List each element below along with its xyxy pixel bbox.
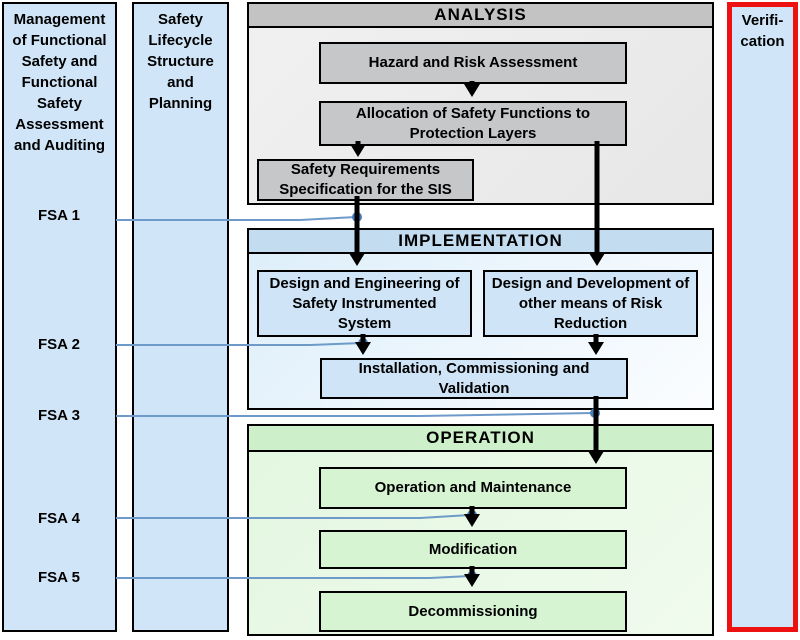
modification-box: Modification [319, 530, 627, 569]
title-line: and [167, 74, 194, 91]
operation-section-title: OPERATION [249, 426, 712, 452]
fsa-2-label: FSA 2 [38, 336, 80, 353]
analysis-section: ANALYSIS Hazard and Risk Assessment Allo… [247, 2, 714, 205]
title-line: Planning [148, 95, 213, 112]
title-line: cation [740, 33, 785, 50]
decommissioning-box: Decommissioning [319, 591, 627, 632]
design-other-risk-reduction-box: Design and Development of other means of… [483, 270, 698, 337]
title-line: and Auditing [13, 137, 106, 154]
title-line: Safety and [21, 53, 98, 70]
fsa-4-label: FSA 4 [38, 510, 80, 527]
implementation-section: IMPLEMENTATION Design and Engineering of… [247, 228, 714, 410]
analysis-section-title: ANALYSIS [249, 4, 712, 28]
fsa-3-label: FSA 3 [38, 407, 80, 424]
lifecycle-structure-column-title: Safety Lifecycle Structure and Planning [134, 4, 227, 114]
hazard-and-risk-assessment-box: Hazard and Risk Assessment [319, 42, 627, 84]
implementation-section-title: IMPLEMENTATION [249, 230, 712, 254]
verification-column: Verifi- cation [727, 2, 798, 632]
installation-commissioning-validation-box: Installation, Commissioning and Validati… [320, 358, 628, 399]
operation-section: OPERATION Operation and Maintenance Modi… [247, 424, 714, 636]
title-line: Structure [147, 53, 214, 70]
title-line: Safety [36, 95, 83, 112]
safety-requirements-specification-box: Safety Requirements Specification for th… [257, 159, 474, 201]
management-column-title: Management of Functional Safety and Func… [4, 4, 115, 156]
fsa-1-label: FSA 1 [38, 207, 80, 224]
management-column: Management of Functional Safety and Func… [2, 2, 117, 632]
title-line: Verifi- [741, 12, 784, 29]
fsa-5-label: FSA 5 [38, 569, 80, 586]
design-and-engineering-sis-box: Design and Engineering of Safety Instrum… [257, 270, 472, 337]
title-line: Assessment [15, 116, 104, 133]
title-line: Safety [157, 11, 204, 28]
fsa-1-dot [352, 212, 362, 222]
lifecycle-structure-column: Safety Lifecycle Structure and Planning [132, 2, 229, 632]
title-line: of Functional [12, 32, 107, 49]
allocation-of-safety-functions-box: Allocation of Safety Functions to Protec… [319, 101, 627, 146]
verification-column-title: Verifi- cation [732, 7, 793, 52]
title-line: Management [13, 11, 106, 28]
title-line: Functional [21, 74, 98, 91]
title-line: Lifecycle [148, 32, 213, 49]
operation-and-maintenance-box: Operation and Maintenance [319, 467, 627, 509]
